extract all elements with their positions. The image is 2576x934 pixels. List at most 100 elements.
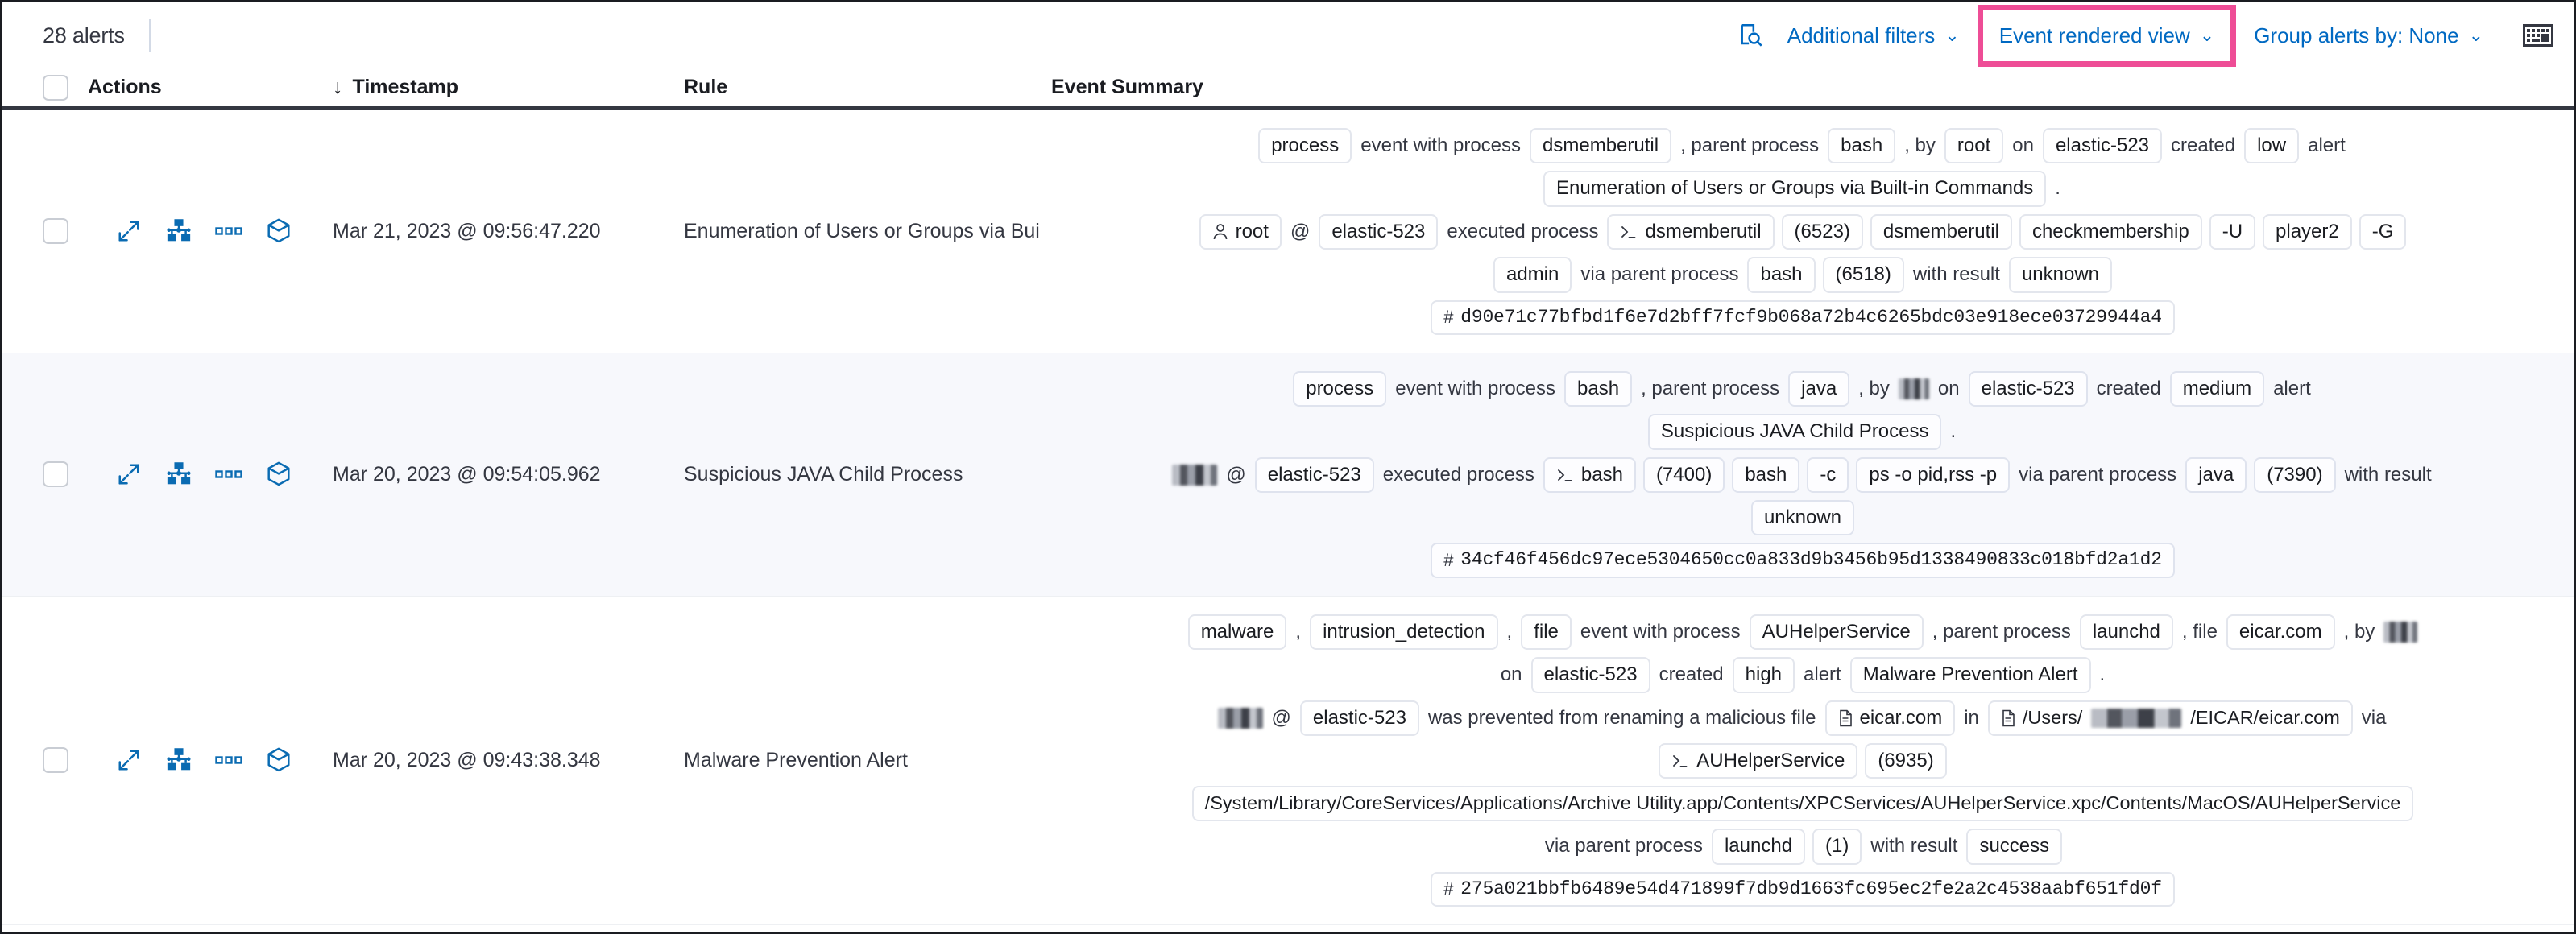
summary-text: created xyxy=(2171,134,2236,156)
session-view-icon[interactable] xyxy=(265,461,292,488)
event-value-chip[interactable]: elastic-523 xyxy=(1530,657,1650,693)
header-timestamp-label: Timestamp xyxy=(352,76,459,98)
summary-text: , xyxy=(1506,620,1513,643)
expand-alert-details-icon[interactable] xyxy=(115,217,143,245)
event-value-chip[interactable]: unknown xyxy=(1750,500,1855,536)
summary-text: with result xyxy=(1912,263,2000,286)
summary-text: , xyxy=(1295,620,1302,643)
event-value-chip[interactable]: ps -o pid,rss -p xyxy=(1856,457,2011,494)
event-value-chip[interactable]: AUHelperService xyxy=(1749,614,1924,651)
event-value-chip[interactable]: /System/Library/CoreServices/Application… xyxy=(1191,786,2414,822)
more-actions-icon[interactable] xyxy=(215,217,242,245)
row-rule-cell: Suspicious JAVA Child Process xyxy=(684,463,1051,486)
rule-name[interactable]: Enumeration of Users or Groups via Bui xyxy=(684,219,1040,242)
event-value-chip[interactable]: malware xyxy=(1187,614,1287,651)
event-value-chip[interactable]: eicar.com xyxy=(1824,700,1956,736)
event-value-chip[interactable]: (6518) xyxy=(1822,257,1904,293)
expand-alert-details-icon[interactable] xyxy=(115,461,143,488)
analyze-event-icon[interactable] xyxy=(165,461,193,488)
event-value-chip[interactable]: player2 xyxy=(2263,213,2352,250)
event-value-chip[interactable]: AUHelperService xyxy=(1659,742,1858,779)
event-hash-chip[interactable]: #275a021bbfb6489e54d471899f7db9d1663fc69… xyxy=(1431,871,2175,907)
row-select-checkbox[interactable] xyxy=(43,747,68,774)
event-value-chip[interactable]: bash xyxy=(1828,128,1896,164)
event-value-chip[interactable]: (7400) xyxy=(1642,457,1725,494)
group-alerts-by-button[interactable]: Group alerts by: None ⌄ xyxy=(2239,15,2498,56)
event-value-chip[interactable]: bash xyxy=(1747,257,1816,293)
select-all-checkbox[interactable] xyxy=(43,74,68,101)
event-value-chip[interactable]: process xyxy=(1293,370,1387,407)
event-value-chip[interactable]: success xyxy=(1966,829,2063,865)
event-value-chip[interactable]: -G xyxy=(2359,213,2407,250)
analyze-event-icon[interactable] xyxy=(165,217,193,245)
event-value-chip[interactable]: launchd xyxy=(2079,614,2173,651)
event-value-chip[interactable]: process xyxy=(1258,128,1352,164)
event-value-chip[interactable]: elastic-523 xyxy=(2042,128,2163,164)
event-value-chip[interactable]: admin xyxy=(1493,257,1572,293)
event-value-chip[interactable]: dsmemberutil xyxy=(1530,128,1672,164)
summary-text: with result xyxy=(2344,463,2432,486)
event-value-chip[interactable]: bash xyxy=(1564,370,1633,407)
event-rendered-view-button[interactable]: Event rendered view ⌄ xyxy=(1985,15,2229,56)
event-value-chip[interactable]: java xyxy=(1788,370,1850,407)
expand-alert-details-icon[interactable] xyxy=(115,746,143,774)
event-value-chip[interactable]: Enumeration of Users or Groups via Built… xyxy=(1543,171,2047,207)
event-value-chip[interactable]: -U xyxy=(2209,213,2256,250)
inspect-search-icon[interactable] xyxy=(1729,14,1773,57)
event-value-chip[interactable]: Suspicious JAVA Child Process xyxy=(1647,414,1942,450)
event-value-chip[interactable]: intrusion_detection xyxy=(1310,614,1498,651)
session-view-icon[interactable] xyxy=(265,217,292,245)
more-actions-icon[interactable] xyxy=(215,746,242,774)
event-value-chip[interactable]: high xyxy=(1732,657,1795,693)
event-value-chip[interactable]: Malware Prevention Alert xyxy=(1849,657,2091,693)
console-icon xyxy=(1620,224,1638,240)
chip-label: java xyxy=(2198,463,2234,486)
chip-label: eicar.com xyxy=(2238,620,2322,643)
event-hash-chip[interactable]: #d90e71c77bfbd1f6e7d2bff7fcf9b068a72b4c6… xyxy=(1431,300,2175,335)
analyze-event-icon[interactable] xyxy=(165,746,193,774)
event-value-chip[interactable]: dsmemberutil xyxy=(1607,213,1775,250)
event-value-chip[interactable]: checkmembership xyxy=(2019,213,2202,250)
event-value-chip[interactable]: elastic-523 xyxy=(1319,213,1439,250)
chip-label: -U xyxy=(2222,220,2243,242)
chip-label: java xyxy=(1801,377,1837,399)
event-value-chip[interactable]: (7390) xyxy=(2254,457,2336,494)
event-value-chip[interactable]: elastic-523 xyxy=(1299,700,1419,736)
row-select-checkbox[interactable] xyxy=(43,461,68,488)
event-value-chip[interactable]: file xyxy=(1521,614,1572,651)
additional-filters-button[interactable]: Additional filters ⌄ xyxy=(1773,15,1974,56)
event-value-chip[interactable]: launchd xyxy=(1711,829,1806,865)
event-value-chip[interactable]: (1) xyxy=(1812,829,1862,865)
event-value-chip[interactable]: low xyxy=(2244,128,2300,164)
event-value-chip[interactable]: (6523) xyxy=(1781,213,1863,250)
event-value-chip[interactable]: root xyxy=(1199,213,1282,250)
event-value-chip[interactable]: java xyxy=(2185,457,2247,494)
event-value-chip[interactable]: eicar.com xyxy=(2226,614,2335,651)
event-value-chip[interactable]: -c xyxy=(1807,457,1849,494)
header-timestamp[interactable]: ↓ Timestamp xyxy=(333,76,684,99)
event-value-chip[interactable]: bash xyxy=(1732,457,1800,494)
session-view-icon[interactable] xyxy=(265,746,292,774)
event-value-chip[interactable]: elastic-523 xyxy=(1968,370,2088,407)
event-value-chip[interactable]: (6935) xyxy=(1865,742,1947,779)
event-value-chip[interactable]: elastic-523 xyxy=(1254,457,1374,494)
event-value-chip[interactable]: unknown xyxy=(2008,257,2113,293)
chip-label: unknown xyxy=(1763,506,1842,529)
file-path-chip[interactable]: /Users//EICAR/eicar.com xyxy=(1987,700,2353,736)
keyboard-shortcut-icon[interactable] xyxy=(2517,14,2559,56)
rule-name[interactable]: Malware Prevention Alert xyxy=(684,748,908,771)
more-actions-icon[interactable] xyxy=(215,461,242,488)
event-value-chip[interactable]: bash xyxy=(1543,457,1636,494)
event-value-chip[interactable]: dsmemberutil xyxy=(1870,213,2012,250)
row-select-checkbox[interactable] xyxy=(43,218,68,245)
rule-name[interactable]: Suspicious JAVA Child Process xyxy=(684,462,963,486)
event-value-chip[interactable]: root xyxy=(1944,128,2004,164)
event-value-chip[interactable]: medium xyxy=(2169,370,2265,407)
event-hash-chip[interactable]: #34cf46f456dc97ece5304650cc0a833d9b3456b… xyxy=(1431,543,2175,578)
